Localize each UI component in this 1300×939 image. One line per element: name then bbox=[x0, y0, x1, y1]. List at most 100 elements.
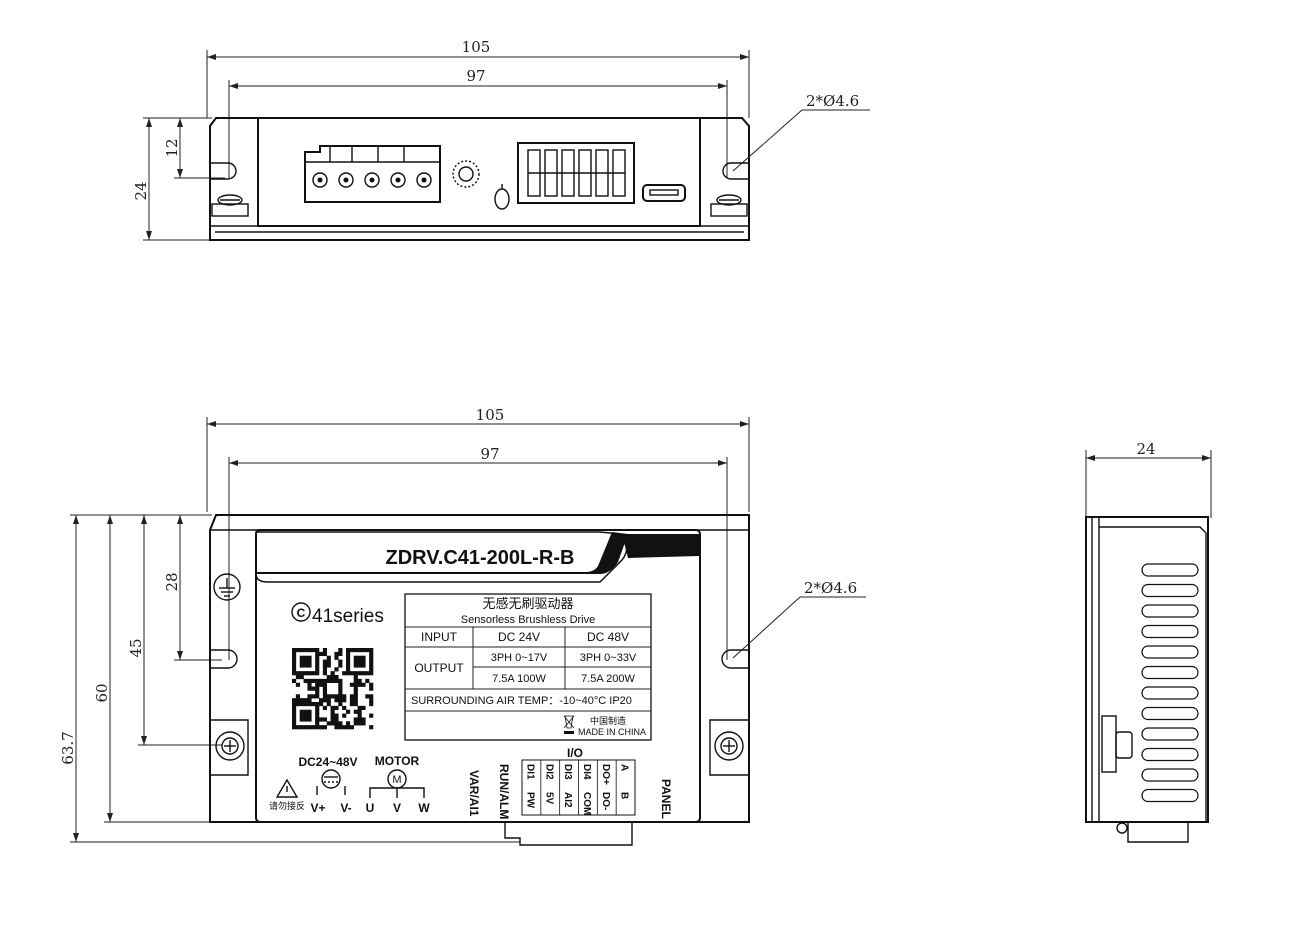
io-pin-di4: DI4 bbox=[581, 764, 592, 780]
io-pin-a: A bbox=[619, 764, 630, 771]
top-dim-63-7: 63.7 bbox=[59, 731, 77, 764]
front-terminal-block bbox=[304, 145, 441, 203]
motor-icon: M bbox=[369, 769, 425, 798]
run-alm-label: RUN/ALM bbox=[497, 764, 511, 819]
side-vent-slot bbox=[1141, 706, 1199, 721]
front-rotary-switch bbox=[452, 160, 480, 188]
motor-label: MOTOR bbox=[375, 754, 420, 768]
spec-out-48-1: 3PH 0~33V bbox=[580, 652, 637, 664]
spec-temp: SURROUNDING AIR TEMP：-10~40°C IP20 bbox=[411, 695, 632, 707]
spec-out-48-2: 7.5A 200W bbox=[581, 673, 635, 685]
power-pin-vminus: V- bbox=[340, 801, 351, 815]
side-vent-slot bbox=[1141, 645, 1199, 659]
front-led bbox=[494, 184, 510, 210]
top-dim-105: 105 bbox=[476, 406, 505, 424]
io-pin-ai2: AI2 bbox=[562, 792, 573, 808]
motor-pin-u: U bbox=[366, 801, 375, 815]
io-pin-di2: DI2 bbox=[543, 764, 554, 780]
io-pin-com: COM bbox=[581, 792, 592, 815]
front-body-outline bbox=[209, 117, 750, 241]
model-number: ZDRV.C41-200L-R-B bbox=[386, 547, 575, 569]
model-header-tab bbox=[622, 534, 700, 558]
io-pin-pw: PW bbox=[524, 792, 535, 809]
top-slot-right bbox=[721, 649, 749, 669]
qr-code bbox=[292, 648, 374, 730]
spec-out-24-2: 7.5A 100W bbox=[492, 673, 546, 685]
top-view: 105 97 63.7 60 45 28 bbox=[59, 406, 866, 846]
series-logo: C 41series bbox=[291, 602, 384, 627]
side-vents bbox=[1141, 563, 1199, 803]
var-ai1-label: VAR/AI1 bbox=[467, 770, 481, 817]
spec-made-en: MADE IN CHINA bbox=[578, 727, 646, 737]
top-bottom-connector bbox=[504, 822, 633, 846]
front-dim-24: 24 bbox=[132, 181, 150, 200]
side-vent-slot bbox=[1141, 768, 1199, 782]
front-dim-97: 97 bbox=[466, 67, 485, 85]
top-slot-left bbox=[210, 649, 238, 669]
spec-title-en: Sensorless Brushless Drive bbox=[461, 614, 596, 626]
top-label-panel bbox=[255, 529, 701, 823]
motor-pin-w: W bbox=[418, 801, 430, 815]
side-vent-slot bbox=[1141, 788, 1199, 803]
side-vent-slot bbox=[1141, 563, 1199, 577]
top-dim-45: 45 bbox=[127, 638, 145, 657]
motor-pin-v: V bbox=[393, 801, 401, 815]
ground-icon bbox=[213, 573, 241, 601]
recycle-bin-icon bbox=[563, 715, 575, 734]
io-pin-di1: DI1 bbox=[524, 764, 535, 780]
spec-input-24: DC 24V bbox=[498, 630, 540, 644]
side-vent-slot bbox=[1141, 624, 1199, 639]
panel-label: PANEL bbox=[659, 779, 673, 819]
side-latch bbox=[1101, 715, 1133, 773]
spec-made-cn: 中国制造 bbox=[590, 715, 626, 726]
front-usb-port bbox=[642, 184, 686, 202]
series-label: 41series bbox=[312, 606, 384, 627]
dc-power-icon bbox=[316, 769, 346, 795]
front-screw-left bbox=[211, 194, 249, 217]
io-pin-do: DO+ bbox=[600, 764, 611, 785]
side-vent-slot bbox=[1141, 686, 1199, 700]
io-label: I/O bbox=[567, 746, 583, 760]
io-pin-di3: DI3 bbox=[562, 764, 573, 780]
side-connector bbox=[1127, 822, 1189, 843]
side-vent-slot bbox=[1141, 747, 1199, 762]
spec-input-48: DC 48V bbox=[587, 630, 629, 644]
warning-icon bbox=[275, 778, 299, 798]
io-pin-do: DO- bbox=[600, 792, 611, 810]
power-pin-vplus: V+ bbox=[310, 801, 325, 815]
side-dim-24: 24 bbox=[1136, 440, 1155, 458]
front-io-connector bbox=[517, 142, 635, 204]
side-vent-slot bbox=[1141, 665, 1199, 680]
front-slot-right bbox=[722, 162, 749, 180]
side-vent-slot bbox=[1141, 604, 1199, 618]
front-screw-right bbox=[710, 194, 748, 217]
spec-output-label: OUTPUT bbox=[414, 661, 464, 675]
side-view: 24 bbox=[1085, 440, 1212, 843]
io-pin-b: B bbox=[619, 792, 630, 799]
spec-input-label: INPUT bbox=[421, 630, 458, 644]
top-screw-right bbox=[709, 719, 749, 776]
front-slot-left bbox=[210, 162, 237, 180]
svg-text:M: M bbox=[392, 774, 401, 786]
side-vent-slot bbox=[1141, 583, 1199, 598]
front-dim-12: 12 bbox=[163, 138, 181, 157]
side-body-outline bbox=[1085, 516, 1209, 823]
warning-text: 请勿接反 bbox=[269, 800, 305, 811]
side-vent-slot bbox=[1141, 727, 1199, 741]
front-dim-105: 105 bbox=[462, 38, 491, 56]
top-screw-left bbox=[210, 719, 249, 776]
front-hole-callout: 2*Ø4.6 bbox=[806, 92, 859, 110]
power-label: DC24~48V bbox=[298, 755, 357, 769]
svg-text:C: C bbox=[297, 606, 306, 620]
spec-title-cn: 无感无刷驱动器 bbox=[482, 596, 573, 611]
top-dim-97: 97 bbox=[480, 445, 499, 463]
spec-out-24-1: 3PH 0~17V bbox=[491, 652, 548, 664]
io-pin-5v: 5V bbox=[543, 792, 554, 805]
spec-table: 无感无刷驱动器 Sensorless Brushless Drive INPUT… bbox=[404, 593, 652, 741]
top-dim-28: 28 bbox=[163, 572, 181, 591]
front-view: 105 97 24 12 bbox=[132, 38, 870, 241]
top-dim-60: 60 bbox=[93, 683, 111, 702]
top-hole-callout: 2*Ø4.6 bbox=[804, 579, 857, 597]
